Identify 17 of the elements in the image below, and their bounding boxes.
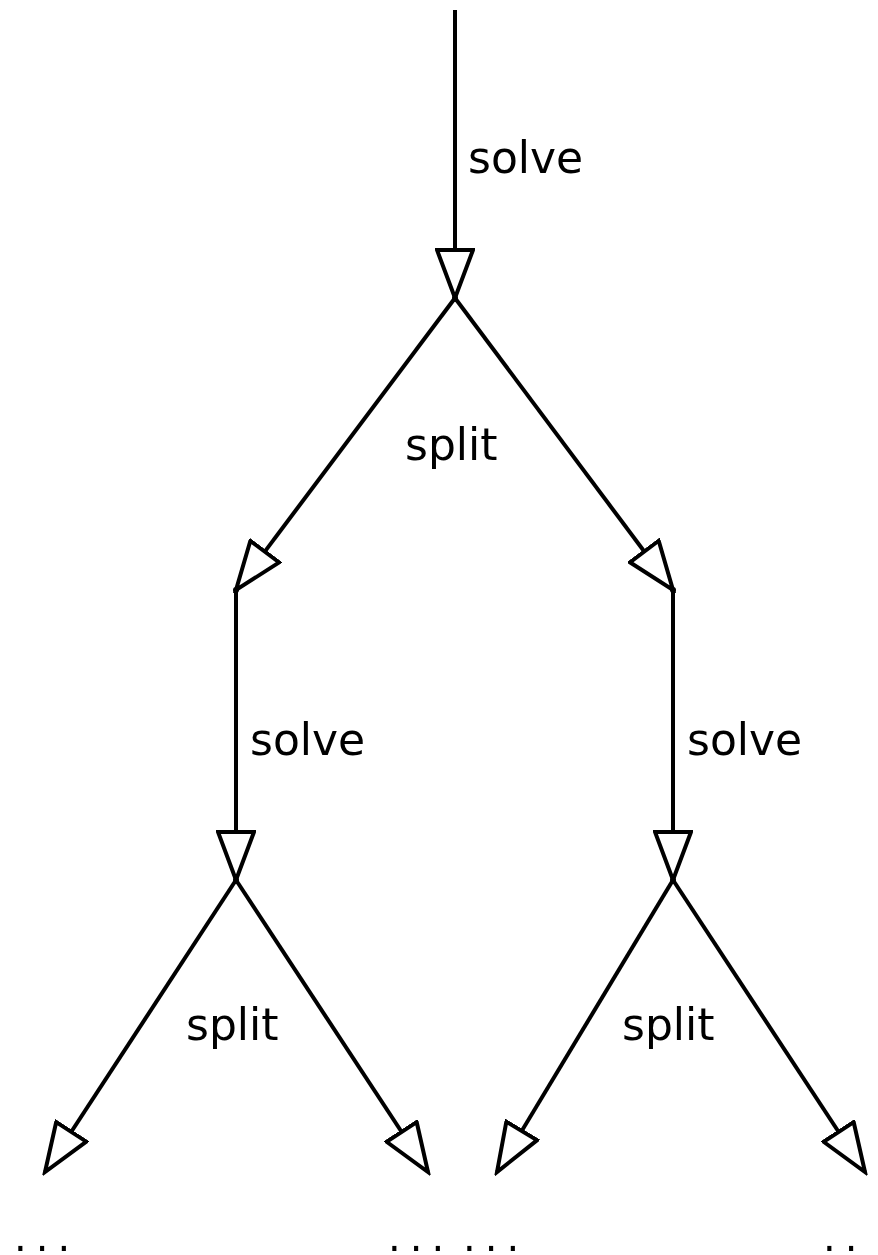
junction-point xyxy=(233,877,239,883)
edge-label: solve xyxy=(468,134,584,182)
junction-point xyxy=(233,587,239,593)
arrow xyxy=(453,296,675,592)
ellipsis-text: ... xyxy=(14,1222,80,1252)
edge-label: solve xyxy=(687,716,803,764)
junction-point xyxy=(670,877,676,883)
arrow xyxy=(234,296,457,592)
split-label: split xyxy=(405,421,498,469)
edge-label: solve xyxy=(250,716,366,764)
split-label: split xyxy=(622,1001,715,1049)
ellipsis-text: .. xyxy=(823,1222,867,1252)
split-label: split xyxy=(186,1001,279,1049)
ellipsis-text: ... xyxy=(388,1222,454,1252)
junction-point xyxy=(452,295,458,301)
junction-point xyxy=(670,587,676,593)
ellipsis-text: ... xyxy=(463,1222,529,1252)
